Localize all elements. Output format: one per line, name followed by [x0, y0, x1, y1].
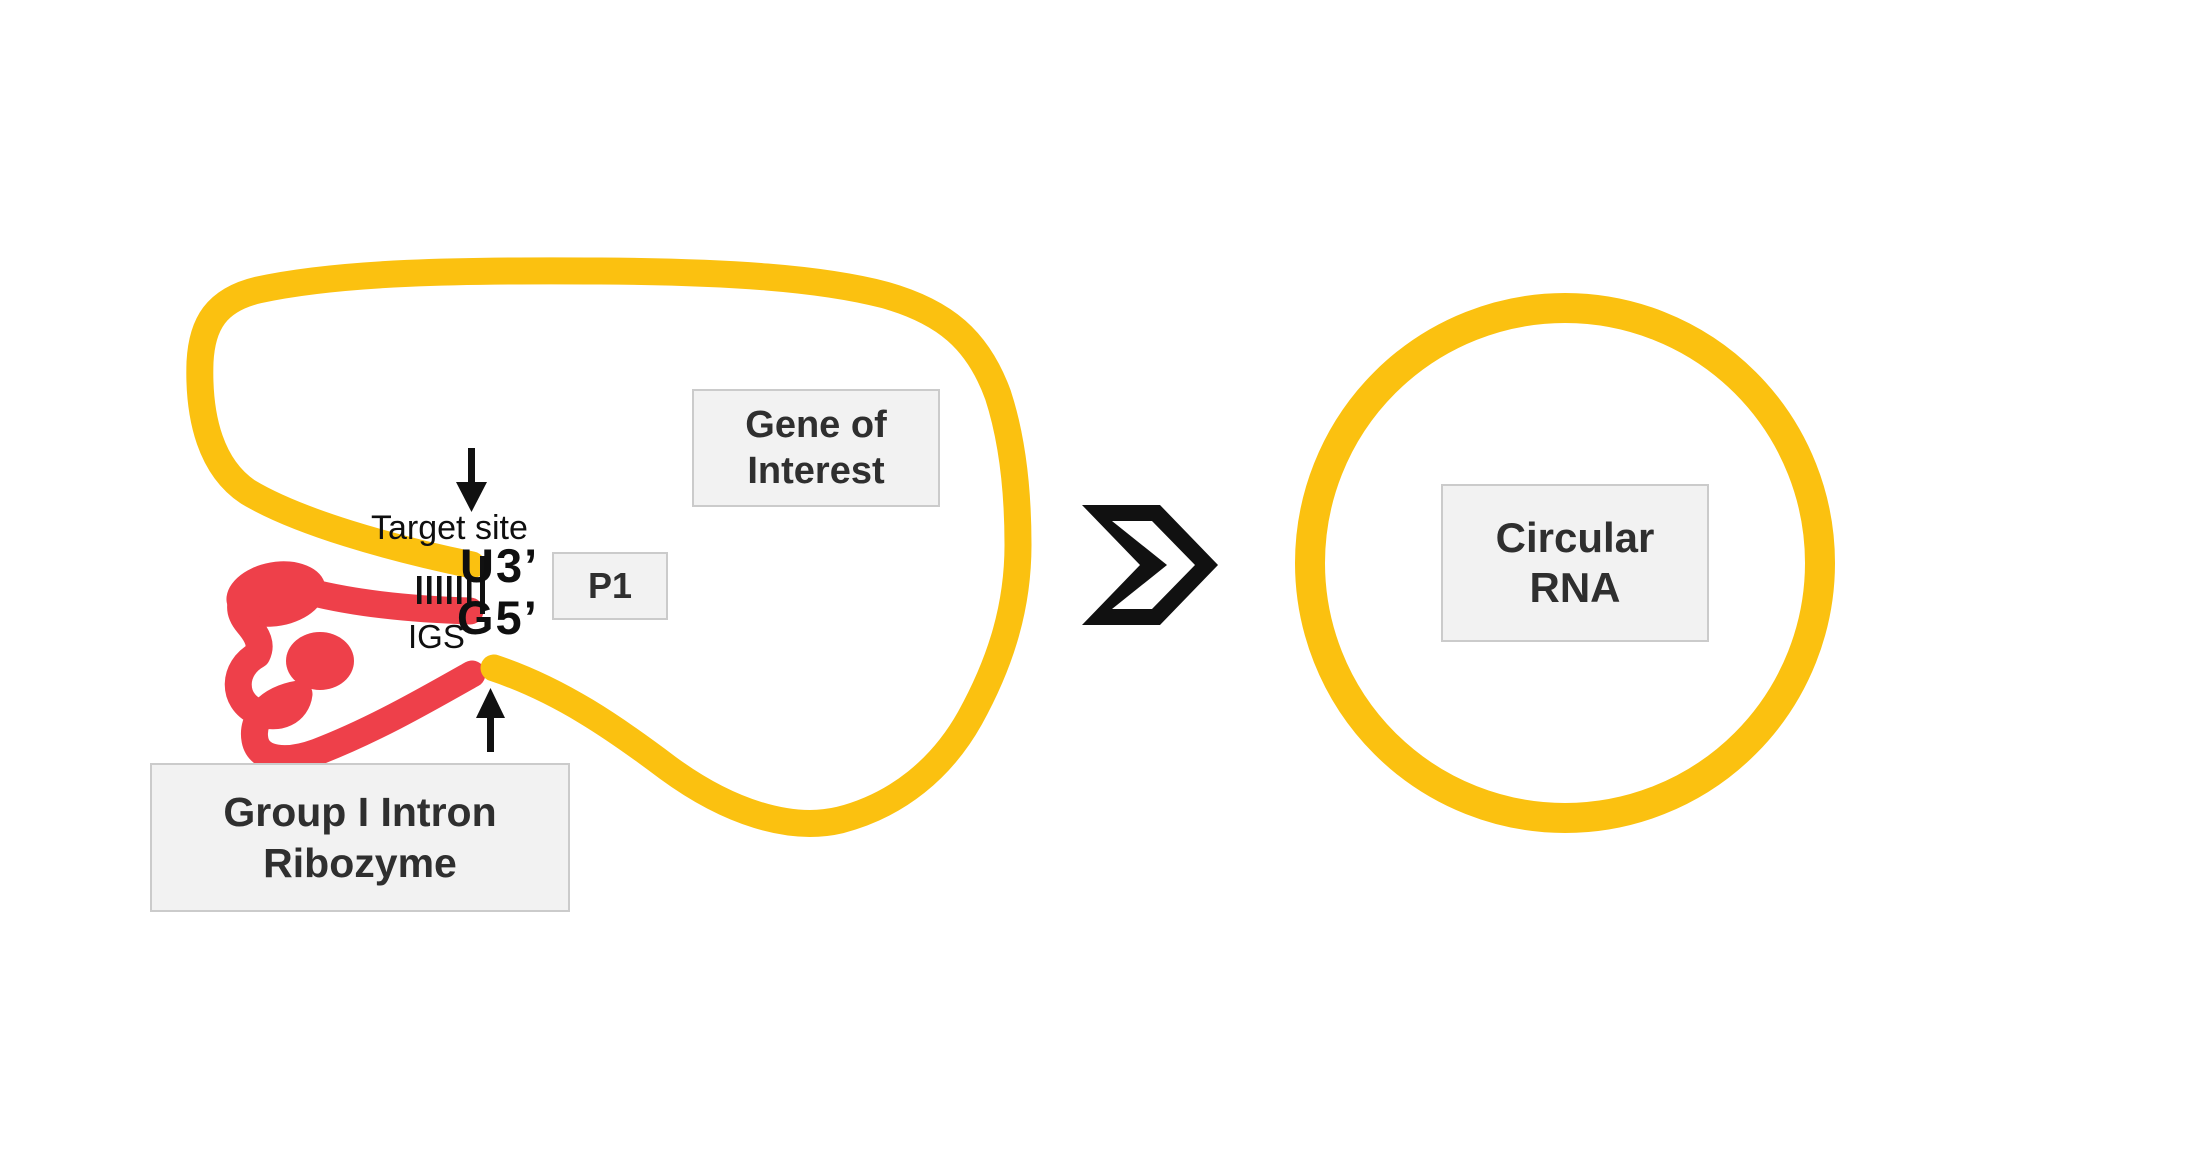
gene-of-interest-label: Gene of Interest [745, 403, 887, 492]
base-pair-tick [467, 576, 472, 604]
group-i-intron-ribozyme-label-box: Group I Intron Ribozyme [150, 763, 570, 912]
target-site-label: Target site [371, 509, 528, 547]
circular-rna-label-box: Circular RNA [1441, 484, 1709, 642]
base-pair-tick [427, 576, 432, 604]
igs-label: IGS [408, 618, 465, 655]
group-i-intron-ribozyme-structure [224, 561, 486, 773]
ribozyme-mid-blob [286, 632, 354, 690]
gene-of-interest-label-box: Gene of Interest [692, 389, 940, 507]
p1-label: P1 [587, 565, 633, 606]
splice-junction-up-arrow-icon [476, 688, 505, 752]
circular-rna-label: Circular RNA [1495, 513, 1655, 611]
base-pair-tick [417, 576, 422, 604]
target-site-down-arrow-icon [456, 448, 487, 512]
reaction-chevron-icon [1082, 505, 1218, 625]
group-i-intron-ribozyme-label: Group I Intron Ribozyme [223, 789, 497, 886]
u3-prime-label: U3’ [460, 539, 540, 592]
circular-rna-ring [1295, 293, 1835, 833]
p1-helix-label-box: P1 [552, 552, 668, 620]
g5-prime-label: G5’ [457, 591, 539, 644]
base-pair-tick [437, 576, 442, 604]
base-pair-tick [447, 576, 452, 604]
u-g-pair-line [480, 556, 485, 614]
base-pair-tick [457, 576, 462, 604]
ribozyme-igs-and-lower-arm [224, 573, 486, 773]
base-pairing-ticks [417, 556, 485, 614]
gene-of-interest-rna-strand [186, 257, 1032, 837]
